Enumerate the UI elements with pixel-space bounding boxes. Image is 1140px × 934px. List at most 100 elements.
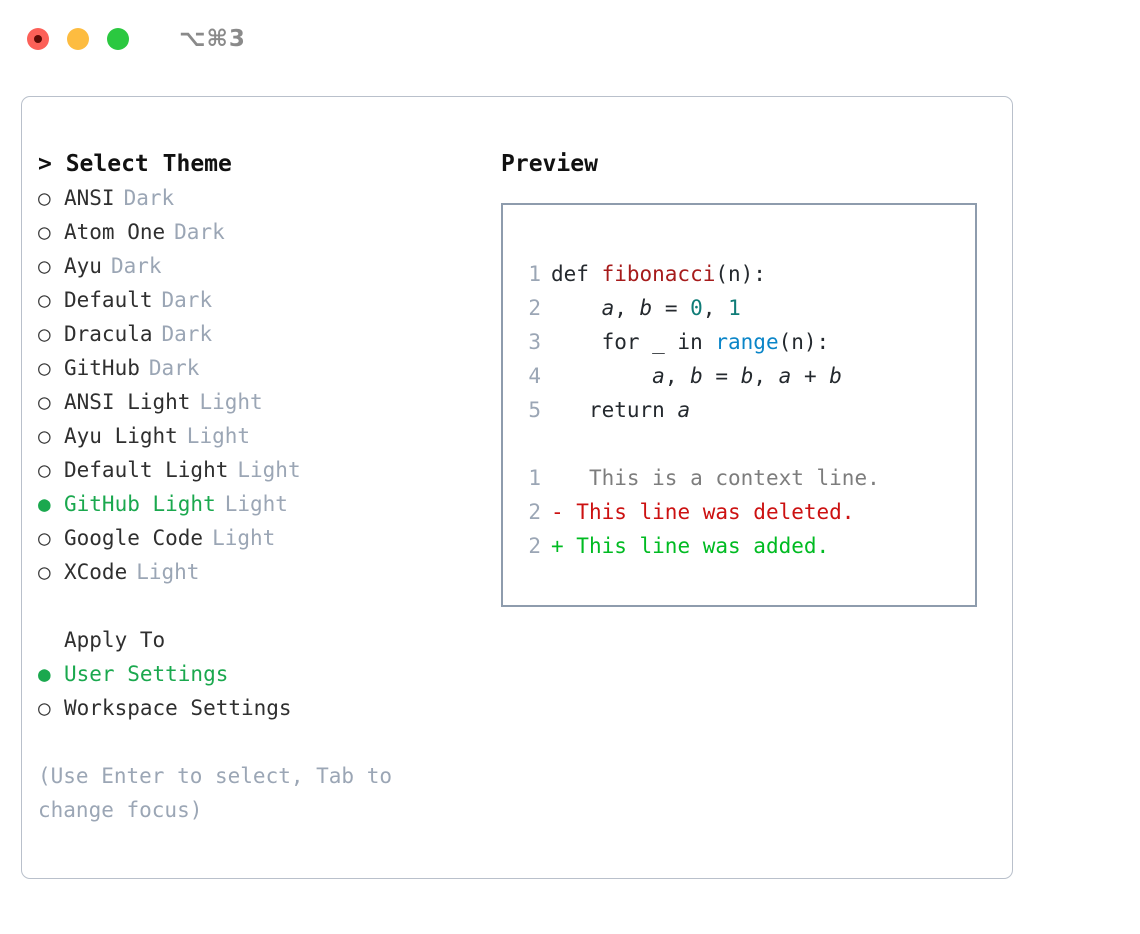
theme-option-github-light[interactable]: ● GitHub Light Light [38, 487, 498, 521]
theme-variant-tag: Light [224, 492, 288, 516]
theme-name: XCode [64, 560, 128, 584]
theme-name: Default [64, 288, 153, 312]
diff-marker [551, 466, 564, 490]
code-spacer [521, 427, 880, 461]
code-token: a [652, 364, 665, 388]
theme-variant-tag: Dark [110, 254, 162, 278]
diff-line-add: 2+ This line was added. [521, 529, 880, 563]
radio-unselected-icon: ○ [38, 526, 51, 550]
theme-variant-tag: Dark [174, 220, 225, 244]
code-line: 5 return a [521, 393, 880, 427]
theme-name: GitHub [64, 356, 140, 380]
preview-title: Preview [501, 151, 598, 177]
code-token: (n): [715, 262, 766, 286]
code-token: , [702, 296, 729, 320]
theme-option-xcode[interactable]: ○ XCode Light [38, 555, 498, 589]
apply-to-option-user-settings[interactable]: ● User Settings [38, 657, 498, 691]
code-token: , [614, 296, 640, 320]
keyboard-hint-text: (Use Enter to select, Tab to change focu… [38, 764, 393, 822]
apply-to-label: Apply To [64, 628, 166, 652]
code-token: a [778, 364, 792, 388]
code-token: b [690, 364, 703, 388]
code-token: b [740, 364, 754, 388]
theme-variant-tag: Dark [148, 356, 200, 380]
line-number: 1 [528, 466, 541, 490]
line-number: 2 [528, 534, 541, 558]
diff-line-ctx: 1 This is a context line. [521, 461, 880, 495]
line-number: 2 [528, 500, 541, 524]
code-token [551, 296, 602, 320]
radio-unselected-icon: ○ [38, 696, 51, 720]
code-token [551, 364, 652, 388]
theme-variant-tag: Dark [123, 186, 175, 210]
code-line: 2 a, b = 0, 1 [521, 291, 880, 325]
theme-variant-tag: Light [136, 560, 200, 584]
code-token: fibonacci [601, 262, 716, 286]
radio-selected-icon: ● [38, 662, 51, 686]
code-token: 0 [690, 296, 703, 320]
theme-name: Ayu Light [64, 424, 178, 448]
close-button-icon[interactable] [27, 28, 49, 50]
theme-option-default[interactable]: ○ Default Dark [38, 283, 498, 317]
diff-text: This is a context line. [563, 466, 880, 490]
radio-unselected-icon: ○ [38, 254, 51, 278]
code-token: a [601, 296, 615, 320]
theme-name: Atom One [64, 220, 166, 244]
diff-text: This line was added. [563, 534, 830, 558]
apply-to-name: Workspace Settings [64, 696, 292, 720]
radio-selected-icon: ● [38, 492, 51, 516]
line-number: 4 [528, 364, 541, 388]
code-token: (n): [778, 330, 830, 354]
theme-option-default-light[interactable]: ○ Default Light Light [38, 453, 498, 487]
theme-option-google-code[interactable]: ○ Google Code Light [38, 521, 498, 555]
radio-unselected-icon: ○ [38, 288, 51, 312]
code-token: , [753, 364, 779, 388]
theme-name: ANSI Light [64, 390, 191, 414]
radio-unselected-icon: ○ [38, 322, 51, 346]
code-token: b [639, 296, 653, 320]
line-number: 2 [528, 296, 541, 320]
maximize-button-icon[interactable] [107, 28, 129, 50]
apply-to-options: ● User Settings ○ Workspace Settings [38, 657, 498, 725]
window-title-shortcut: ⌥⌘3 [179, 26, 246, 52]
theme-name: Ayu [64, 254, 102, 278]
theme-variant-tag: Dark [161, 288, 213, 312]
code-token: = [652, 296, 691, 320]
radio-unselected-icon: ○ [38, 560, 51, 584]
minimize-button-icon[interactable] [67, 28, 89, 50]
code-token: a [677, 398, 691, 422]
theme-variant-tag: Light [186, 424, 251, 448]
theme-name: GitHub Light [64, 492, 216, 516]
theme-name: Default Light [64, 458, 229, 482]
select-theme-header: > Select Theme [38, 151, 232, 177]
apply-to-name: User Settings [64, 662, 229, 686]
diff-marker: - [551, 500, 564, 524]
theme-option-ayu[interactable]: ○ Ayu Dark [38, 249, 498, 283]
diff-line-del: 2- This line was deleted. [521, 495, 880, 529]
theme-variant-tag: Light [237, 458, 301, 482]
window-controls [27, 28, 129, 50]
title-bar: ⌥⌘3 [0, 0, 1140, 78]
code-token: + [791, 364, 830, 388]
line-number: 3 [528, 330, 541, 354]
theme-name: Google Code [64, 526, 204, 550]
line-number: 1 [528, 262, 541, 286]
apply-to-option-workspace-settings[interactable]: ○ Workspace Settings [38, 691, 498, 725]
radio-unselected-icon: ○ [38, 458, 51, 482]
code-token: range [715, 330, 779, 354]
theme-variant-tag: Light [212, 526, 276, 550]
code-token: 1 [728, 296, 741, 320]
code-token: def [551, 262, 602, 286]
